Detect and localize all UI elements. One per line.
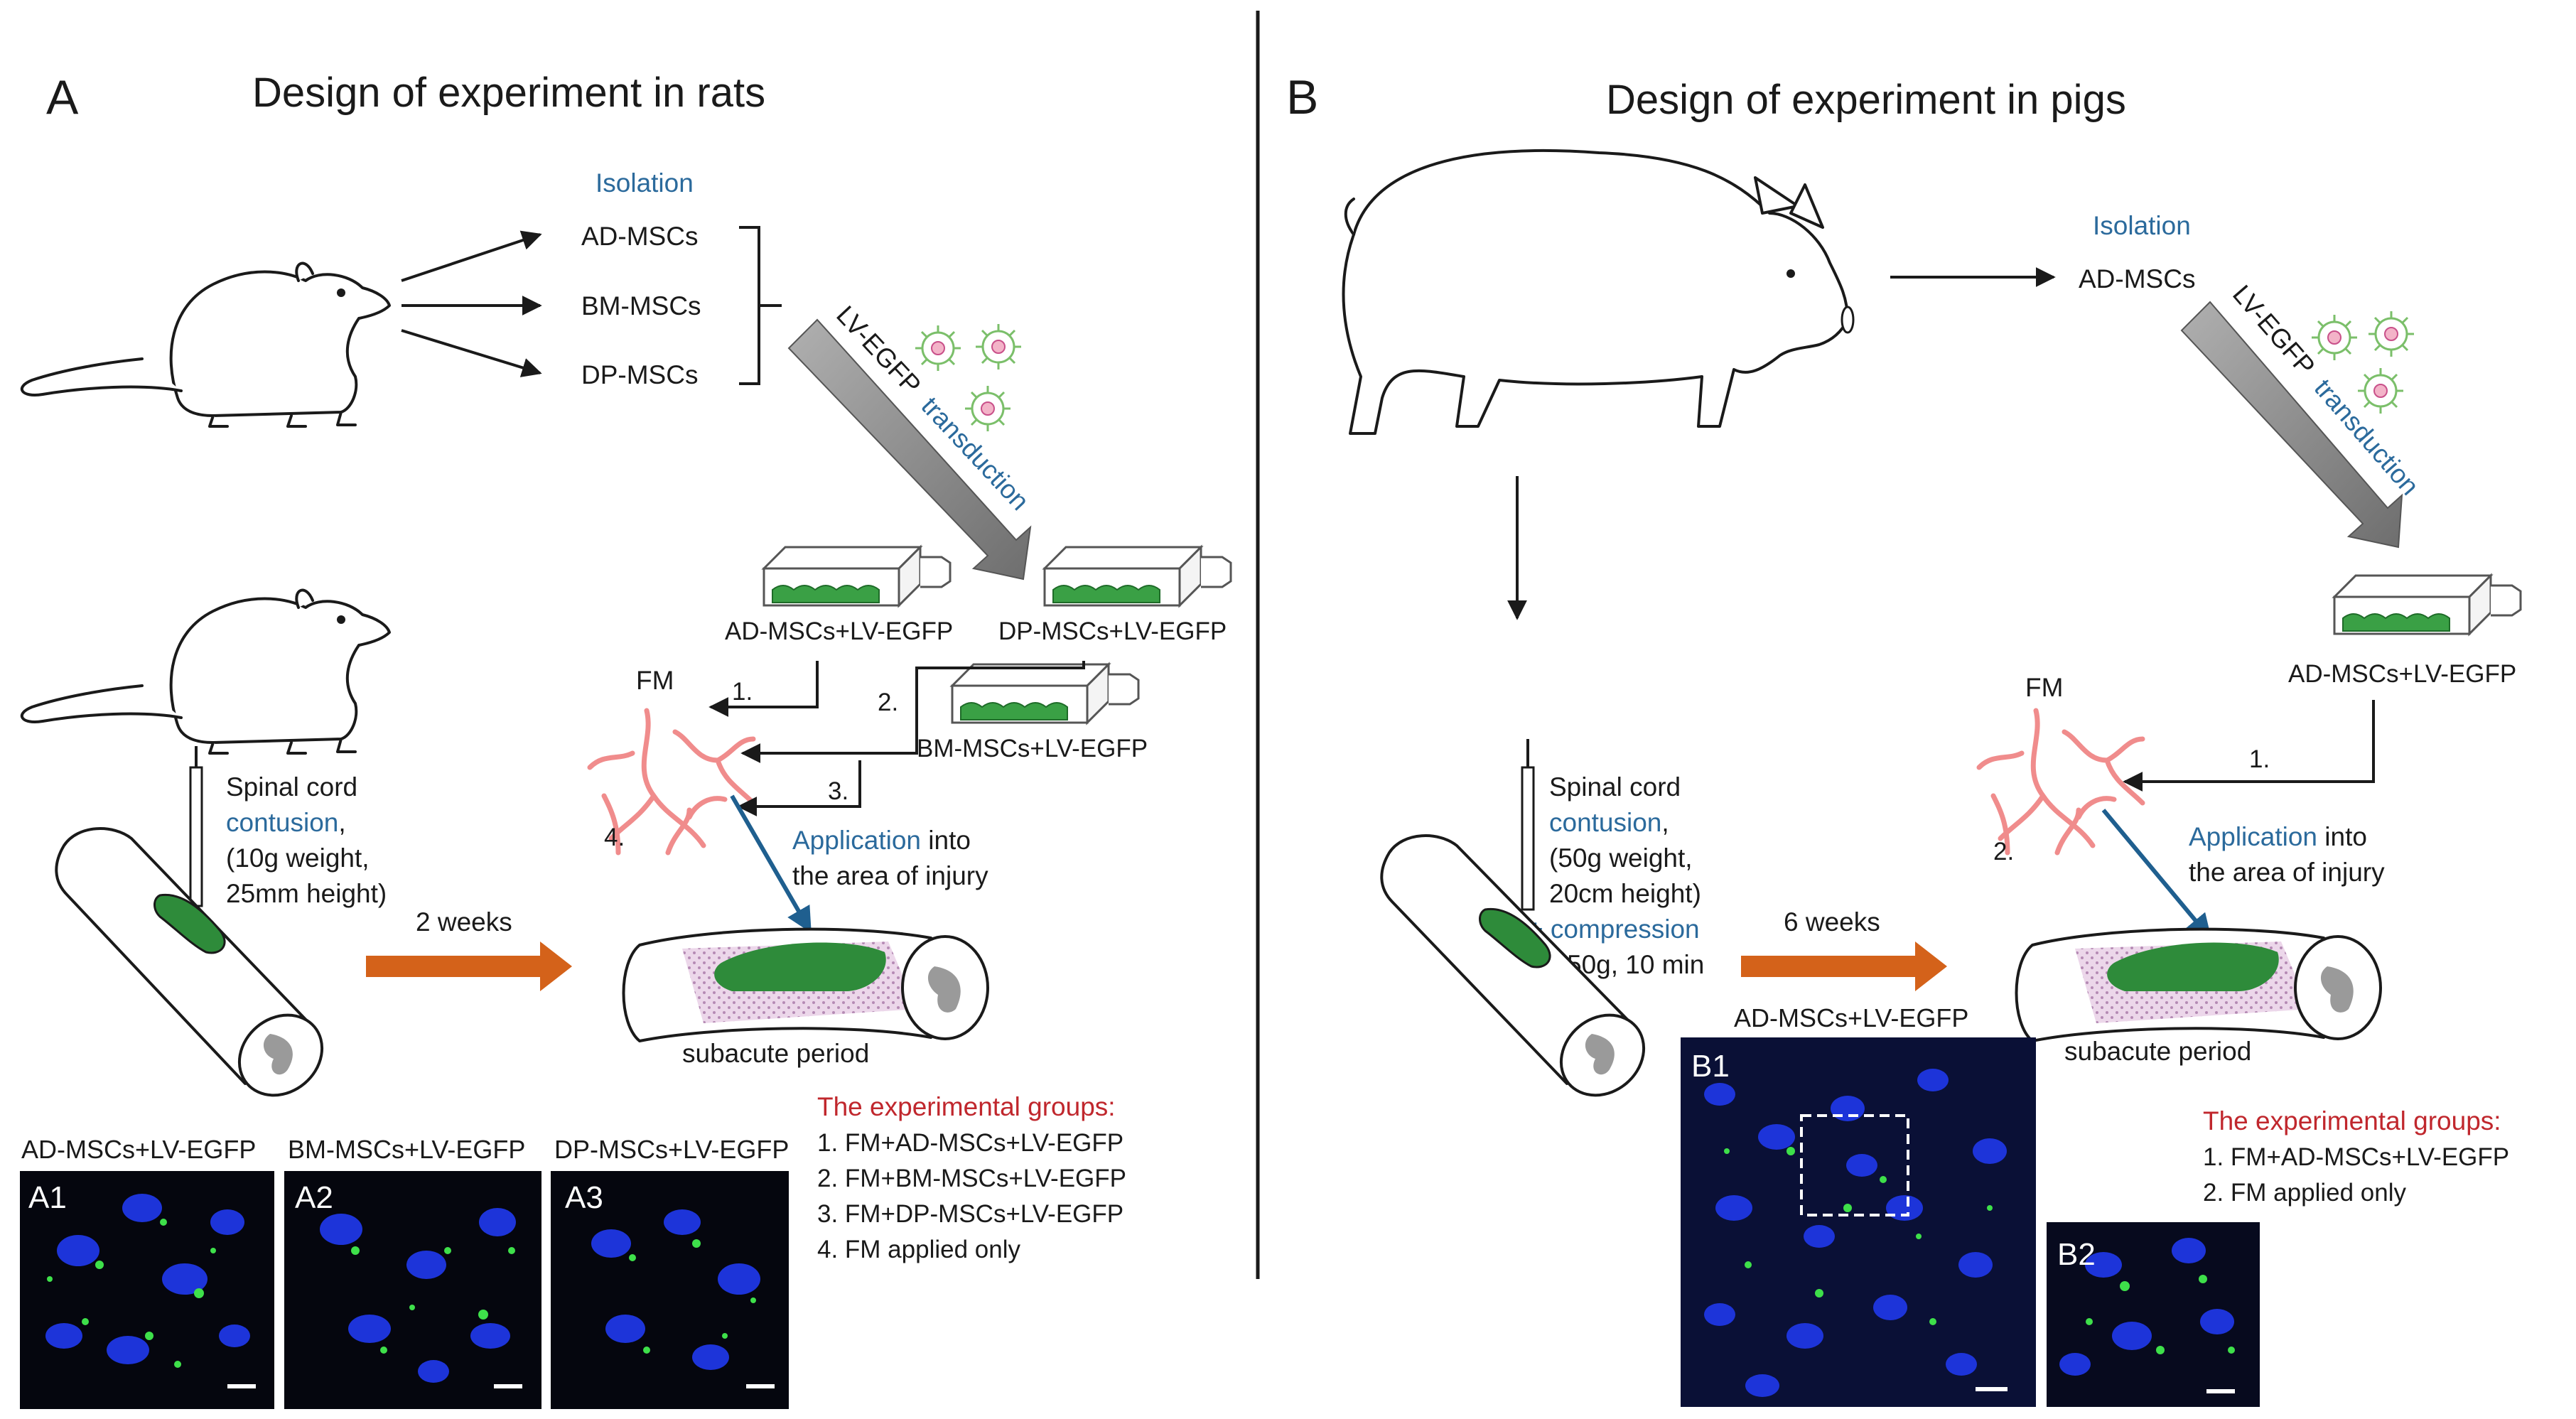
injury-text: 20cm height): [1549, 879, 1701, 908]
route-number: 1.: [732, 678, 753, 706]
injury-text: contusion,: [226, 808, 346, 837]
injury-text: contusion,: [1549, 808, 1669, 837]
micrograph-label: A3: [565, 1180, 603, 1215]
timing-label-a: 2 weeks: [416, 907, 512, 937]
micrograph-label: B2: [2057, 1237, 2096, 1272]
injury-text: 25mm height): [226, 879, 387, 908]
lentivirus-icon: [2356, 367, 2405, 415]
micrograph-title: DP-MSCs+LV-EGFP: [554, 1135, 789, 1164]
panel-b-title: Design of experiment in pigs: [1606, 77, 2126, 123]
micrograph-title: BM-MSCs+LV-EGFP: [288, 1135, 525, 1164]
micrograph-a2: A2: [284, 1171, 541, 1409]
timing-label-b: 6 weeks: [1784, 907, 1880, 937]
cell-type-label-b: AD-MSCs: [2079, 264, 2195, 293]
cell-type-label: DP-MSCs: [581, 360, 698, 389]
route-number: 3.: [828, 777, 848, 805]
cell-type-label: AD-MSCs: [581, 222, 698, 251]
transduction-arrow-b: [2180, 301, 2403, 549]
panel-b: B Design of experiment in pigs Isolation…: [1286, 70, 2522, 1407]
micrograph-a3: A3: [551, 1171, 789, 1409]
micrograph-title: AD-MSCs+LV-EGFP: [1734, 1003, 1968, 1032]
lentivirus-icon: [974, 323, 1023, 371]
timeline-arrow-b: [1741, 941, 1947, 991]
flask-label: AD-MSCs+LV-EGFP: [725, 617, 953, 645]
micrograph-label: A2: [295, 1180, 333, 1215]
rat-illustration: [21, 261, 391, 428]
grouping-bracket: [739, 226, 782, 385]
micrograph-b2: B2: [2047, 1222, 2260, 1407]
group-item: 4. FM applied only: [817, 1236, 1020, 1263]
application-text: the area of injury: [792, 861, 988, 890]
route-number: 2.: [878, 689, 898, 716]
injured-cord-illustration: [2015, 927, 2382, 1042]
culture-flask-icon: [2333, 574, 2522, 635]
route-number: 1.: [2249, 745, 2270, 773]
lentivirus-icon: [964, 384, 1012, 433]
micrograph-label: A1: [28, 1180, 67, 1215]
injury-text: Spinal cord: [1549, 772, 1681, 802]
flask-label-b: AD-MSCs+LV-EGFP: [2288, 660, 2516, 688]
group-item: 1. FM+AD-MSCs+LV-EGFP: [817, 1129, 1123, 1157]
spinal-cord-illustration: [1380, 834, 1646, 1097]
panel-a: A Design of experiment in rats Isolation…: [20, 70, 1232, 1409]
impactor-rod: [189, 766, 203, 907]
rat-illustration: [21, 588, 391, 755]
route-number: 2.: [1993, 838, 2014, 865]
flask-label: BM-MSCs+LV-EGFP: [917, 735, 1148, 762]
isolation-label-b: Isolation: [2093, 211, 2191, 240]
panel-a-letter: A: [46, 70, 79, 124]
flask-label: DP-MSCs+LV-EGFP: [998, 617, 1227, 645]
timeline-arrow-a: [366, 941, 572, 991]
fibrin-matrix-icon: [1979, 711, 2143, 853]
period-label-a: subacute period: [682, 1039, 869, 1068]
group-item: 3. FM+DP-MSCs+LV-EGFP: [817, 1200, 1123, 1228]
isolation-label-a: Isolation: [596, 168, 694, 198]
route-number: 4.: [604, 824, 625, 851]
micrograph-title: AD-MSCs+LV-EGFP: [21, 1135, 256, 1164]
period-label-b: subacute period: [2064, 1037, 2251, 1066]
injury-text: (50g weight,: [1549, 843, 1693, 873]
cell-type-label: BM-MSCs: [581, 291, 701, 320]
culture-flask-icon: [1043, 546, 1232, 607]
culture-flask-icon: [951, 663, 1140, 724]
impactor-rod: [1521, 766, 1535, 911]
transduction-arrow-a: [787, 318, 1032, 581]
fm-label-b: FM: [2025, 673, 2063, 702]
groups-title-a: The experimental groups:: [817, 1092, 1116, 1121]
pig-illustration: [1342, 149, 1855, 435]
group-item: 2. FM applied only: [2203, 1179, 2406, 1207]
application-text: the area of injury: [2189, 858, 2385, 887]
spinal-cord-illustration: [55, 827, 324, 1097]
injury-text: (10g weight,: [226, 843, 370, 873]
injury-text: Spinal cord: [226, 772, 357, 802]
group-item: 1. FM+AD-MSCs+LV-EGFP: [2203, 1143, 2509, 1171]
panel-a-title: Design of experiment in rats: [252, 70, 765, 116]
micrograph-b1: B1: [1681, 1037, 2036, 1407]
panel-b-letter: B: [1286, 70, 1318, 124]
injury-text: + compression: [1528, 914, 1700, 944]
fm-label-a: FM: [636, 666, 674, 695]
application-text: Application into: [2189, 822, 2367, 851]
group-item: 2. FM+BM-MSCs+LV-EGFP: [817, 1165, 1126, 1192]
lentivirus-icon: [2310, 313, 2359, 362]
micrograph-a1: A1: [20, 1171, 274, 1409]
groups-title-b: The experimental groups:: [2203, 1106, 2501, 1135]
lentivirus-icon: [2367, 310, 2415, 358]
application-text: Application into: [792, 826, 971, 855]
culture-flask-icon: [762, 546, 952, 607]
injury-text: 50g, 10 min: [1567, 950, 1704, 979]
injured-cord-illustration: [622, 927, 989, 1042]
lentivirus-icon: [914, 324, 962, 372]
micrograph-label: B1: [1691, 1049, 1730, 1084]
